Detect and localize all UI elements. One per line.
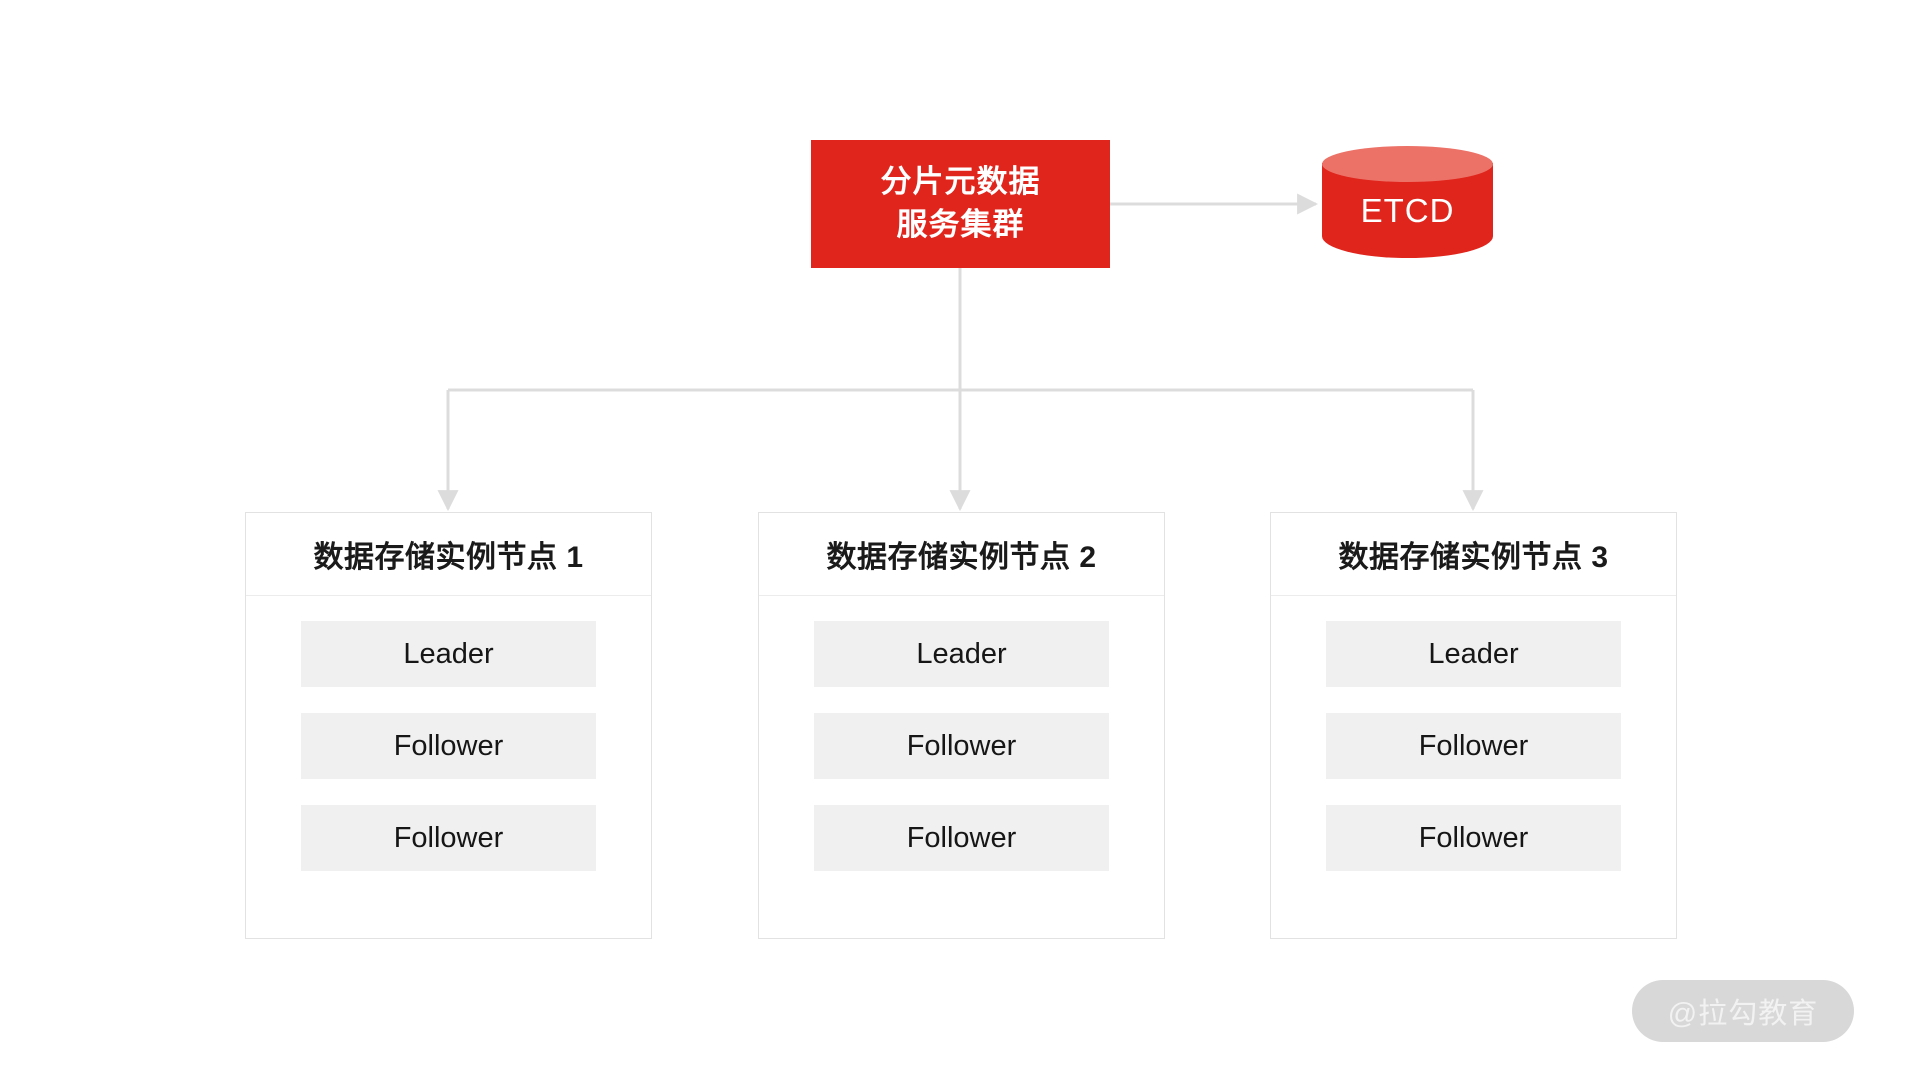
storage-node-3-roles: Leader Follower Follower	[1271, 596, 1676, 871]
role-chip-follower-1[interactable]: Follower	[301, 713, 596, 779]
metadata-service-label-line-2: 服务集群	[896, 207, 1025, 242]
watermark-badge: @拉勾教育	[1632, 980, 1854, 1042]
storage-node-2[interactable]: 数据存储实例节点 2 Leader Follower Follower	[758, 512, 1165, 939]
storage-node-2-roles: Leader Follower Follower	[759, 596, 1164, 871]
storage-node-3-title: 数据存储实例节点 3	[1271, 513, 1676, 596]
role-chip-follower-2[interactable]: Follower	[301, 805, 596, 871]
role-chip-follower-1[interactable]: Follower	[1326, 713, 1621, 779]
metadata-service-label-line-1: 分片元数据	[880, 164, 1041, 200]
role-chip-leader[interactable]: Leader	[1326, 621, 1621, 687]
storage-node-1-title: 数据存储实例节点 1	[246, 513, 651, 596]
role-chip-leader[interactable]: Leader	[301, 621, 596, 687]
etcd-database-node[interactable]: ETCD	[1322, 146, 1493, 258]
watermark-text: @拉勾教育	[1667, 998, 1819, 1030]
etcd-label: ETCD	[1360, 191, 1455, 229]
role-chip-follower-2[interactable]: Follower	[814, 805, 1109, 871]
role-chip-follower-1[interactable]: Follower	[814, 713, 1109, 779]
storage-node-1[interactable]: 数据存储实例节点 1 Leader Follower Follower	[245, 512, 652, 939]
storage-node-3[interactable]: 数据存储实例节点 3 Leader Follower Follower	[1270, 512, 1677, 939]
cylinder-top-ellipse-icon	[1322, 146, 1493, 182]
metadata-service-cluster-node[interactable]: 分片元数据 服务集群	[811, 140, 1110, 268]
storage-node-1-roles: Leader Follower Follower	[246, 596, 651, 871]
storage-node-2-title: 数据存储实例节点 2	[759, 513, 1164, 596]
role-chip-leader[interactable]: Leader	[814, 621, 1109, 687]
role-chip-follower-2[interactable]: Follower	[1326, 805, 1621, 871]
